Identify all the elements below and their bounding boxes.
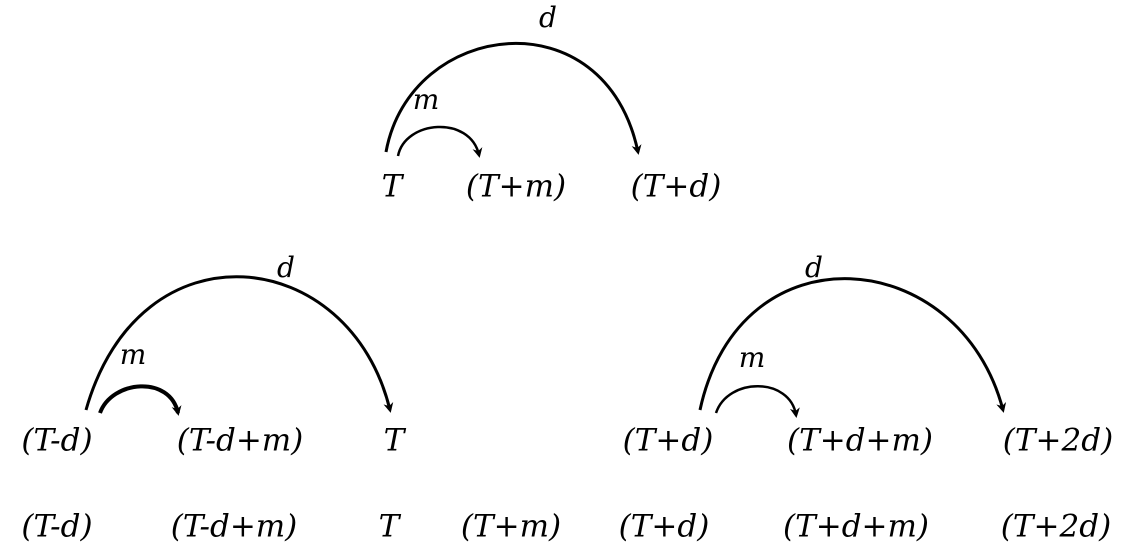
bottom-label-5: (T+d)	[618, 508, 710, 545]
left-arc-d	[84, 275, 394, 413]
right-arc-m	[714, 385, 800, 418]
bottom-label-3: T	[378, 508, 400, 545]
left-node-3: T	[383, 422, 405, 459]
left-arc-d-label: d	[277, 251, 295, 284]
left-node-1: (T-d)	[21, 422, 93, 459]
right-arc-m-label: m	[738, 341, 766, 374]
top-node-2: (T+m)	[465, 168, 567, 205]
top-arc-d	[384, 41, 642, 155]
top-arc-m	[396, 125, 483, 158]
top-arc-m-label: m	[412, 83, 440, 116]
top-node-3: (T+d)	[630, 168, 722, 205]
bottom-label-4: (T+m)	[460, 508, 562, 545]
bottom-label-2: (T-d+m)	[170, 508, 298, 545]
right-arc-d-label: d	[805, 251, 823, 284]
bottom-label-7: (T+2d)	[1000, 508, 1112, 545]
left-arc-m-label: m	[119, 338, 147, 371]
right-arc-d	[698, 277, 1007, 413]
right-node-3: (T+2d)	[1002, 422, 1114, 459]
bottom-label-6: (T+d+m)	[782, 508, 930, 545]
left-node-2: (T-d+m)	[176, 422, 304, 459]
left-arc-m	[98, 384, 182, 416]
top-node-1: T	[381, 168, 403, 205]
right-node-2: (T+d+m)	[786, 422, 934, 459]
right-node-1: (T+d)	[622, 422, 714, 459]
bottom-label-1: (T-d)	[21, 508, 93, 545]
top-arc-d-label: d	[539, 1, 557, 34]
